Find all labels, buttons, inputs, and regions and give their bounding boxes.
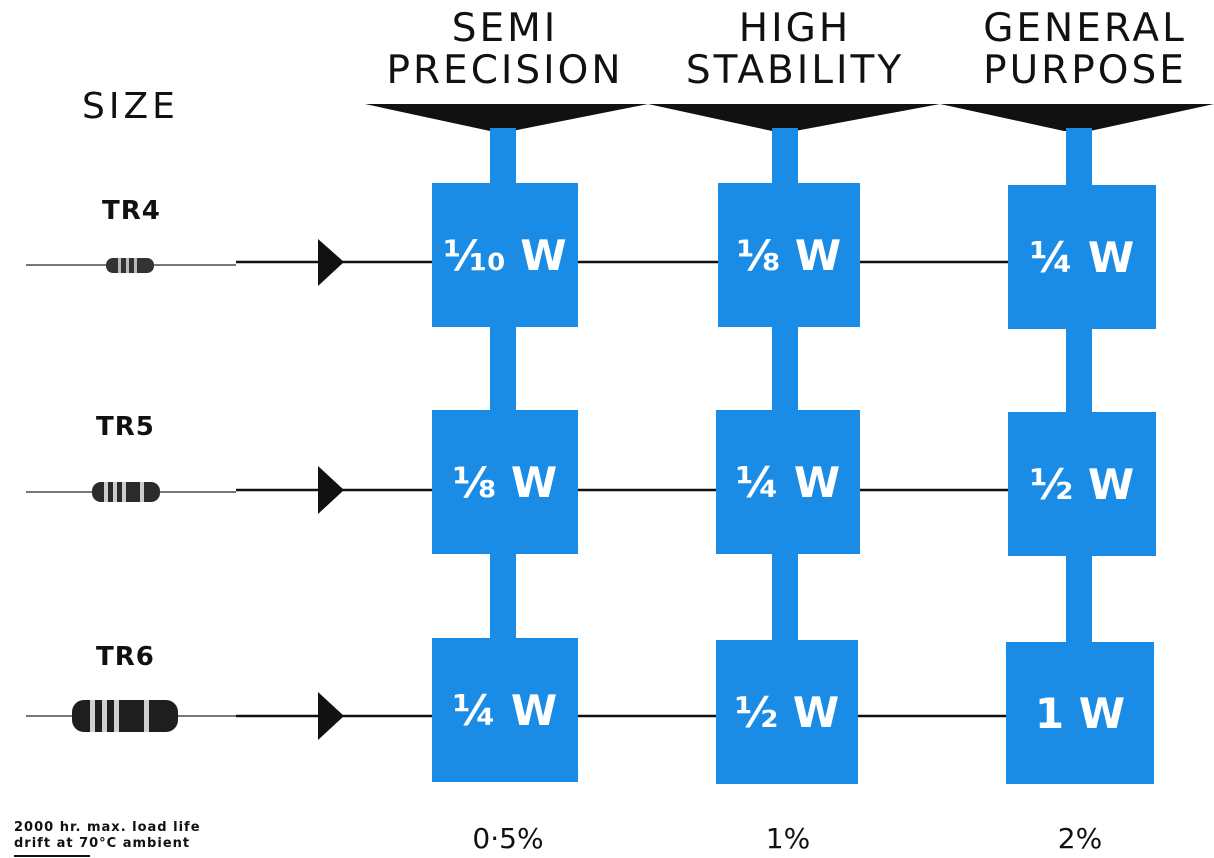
resistor-tr5-image	[26, 482, 236, 502]
cell-tr5-high-stability: ¼ W	[735, 457, 841, 507]
tolerance-high-stability: 1%	[765, 822, 811, 855]
column-title-line1: HIGH	[738, 6, 852, 51]
footnote-line1: 2000 hr. max. load life	[14, 820, 201, 835]
row-label-tr5: TR5	[96, 412, 155, 442]
row-arrow-tr5	[318, 466, 344, 514]
column-title-line1: GENERAL	[983, 6, 1187, 51]
cell-box-tr4-high-stability	[718, 183, 860, 327]
row-arrow-tr6	[318, 692, 344, 740]
row-label-tr6: TR6	[96, 642, 155, 672]
column-title-line2: PRECISION	[386, 48, 624, 93]
cell-tr4-high-stability: ⅛ W	[736, 230, 842, 280]
footnote-line2: drift at 70°C ambient	[14, 836, 191, 851]
header-wedge-general-purpose	[940, 104, 1214, 131]
cell-box-tr5-semi-precision	[432, 410, 578, 554]
tolerance-semi-precision: 0·5%	[472, 822, 544, 855]
tolerance-general-purpose: 2%	[1057, 822, 1103, 855]
column-title-line2: PURPOSE	[983, 48, 1187, 93]
cell-tr4-semi-precision: ⅒ W	[443, 230, 567, 280]
column-title-line1: SEMI	[451, 6, 559, 51]
cell-tr6-high-stability: ½ W	[734, 687, 840, 737]
cell-box-tr6-high-stability	[716, 640, 858, 784]
header-wedge-high-stability	[648, 104, 940, 131]
header-wedge-semi-precision	[365, 104, 648, 131]
column-title-high-stability: HIGH STABILITY	[670, 8, 920, 92]
cell-box-tr4-semi-precision	[432, 183, 578, 327]
row-label-tr4: TR4	[102, 196, 161, 226]
cell-box-tr6-general-purpose	[1006, 642, 1154, 784]
cell-tr6-semi-precision: ¼ W	[452, 685, 558, 735]
cell-box-tr5-general-purpose	[1008, 412, 1156, 556]
column-title-semi-precision: SEMI PRECISION	[380, 8, 630, 92]
cell-box-tr4-general-purpose	[1008, 185, 1156, 329]
cell-box-tr6-semi-precision	[432, 638, 578, 782]
cell-tr5-semi-precision: ⅛ W	[452, 457, 558, 507]
column-title-general-purpose: GENERAL PURPOSE	[960, 8, 1210, 92]
footnote: 2000 hr. max. load life drift at 70°C am…	[14, 820, 201, 852]
cell-tr4-general-purpose: ¼ W	[1029, 232, 1135, 282]
resistor-tr6-image	[26, 700, 236, 732]
row-arrow-tr4	[318, 239, 344, 286]
cell-box-tr5-high-stability	[716, 410, 860, 554]
cell-tr6-general-purpose: 1 W	[1034, 688, 1126, 738]
resistor-tr4-image	[26, 258, 236, 273]
cell-tr5-general-purpose: ½ W	[1029, 459, 1135, 509]
size-heading: SIZE	[82, 86, 179, 127]
column-title-line2: STABILITY	[685, 48, 905, 93]
